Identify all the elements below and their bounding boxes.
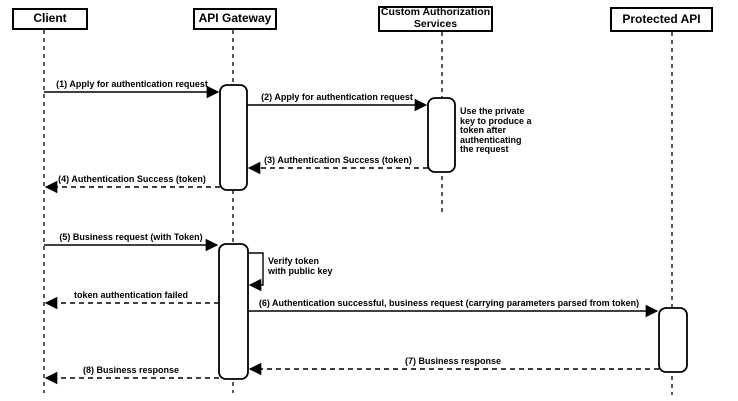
self-message-verify-token-label: Verify token with public key bbox=[268, 256, 333, 276]
activation-protected-api bbox=[658, 307, 688, 373]
message-1-label: (1) Apply for authentication request bbox=[56, 79, 208, 89]
message-3-label: (3) Authentication Success (token) bbox=[264, 155, 412, 165]
message-2-label: (2) Apply for authentication request bbox=[261, 92, 413, 102]
participant-client: Client bbox=[12, 8, 88, 30]
message-6-label: (6) Authentication successful, business … bbox=[258, 298, 640, 308]
message-4-label: (4) Authentication Success (token) bbox=[58, 174, 206, 184]
participant-custom-authorization-services: Custom Authorization Services bbox=[378, 6, 493, 32]
activation-api-gateway-1 bbox=[219, 84, 248, 191]
self-message-verify-token-arrow bbox=[248, 252, 264, 292]
message-token-failed-label: token authentication failed bbox=[73, 290, 189, 300]
message-8-label: (8) Business response bbox=[82, 365, 180, 375]
message-7-label: (7) Business response bbox=[404, 356, 502, 366]
activation-custom-authorization-services bbox=[427, 97, 456, 173]
activation-api-gateway-2 bbox=[218, 243, 249, 380]
private-key-note: Use the private key to produce a token a… bbox=[460, 106, 532, 154]
message-5-label: (5) Business request (with Token) bbox=[59, 232, 203, 242]
participant-protected-api: Protected API bbox=[610, 7, 713, 32]
participant-api-gateway: API Gateway bbox=[193, 8, 277, 30]
